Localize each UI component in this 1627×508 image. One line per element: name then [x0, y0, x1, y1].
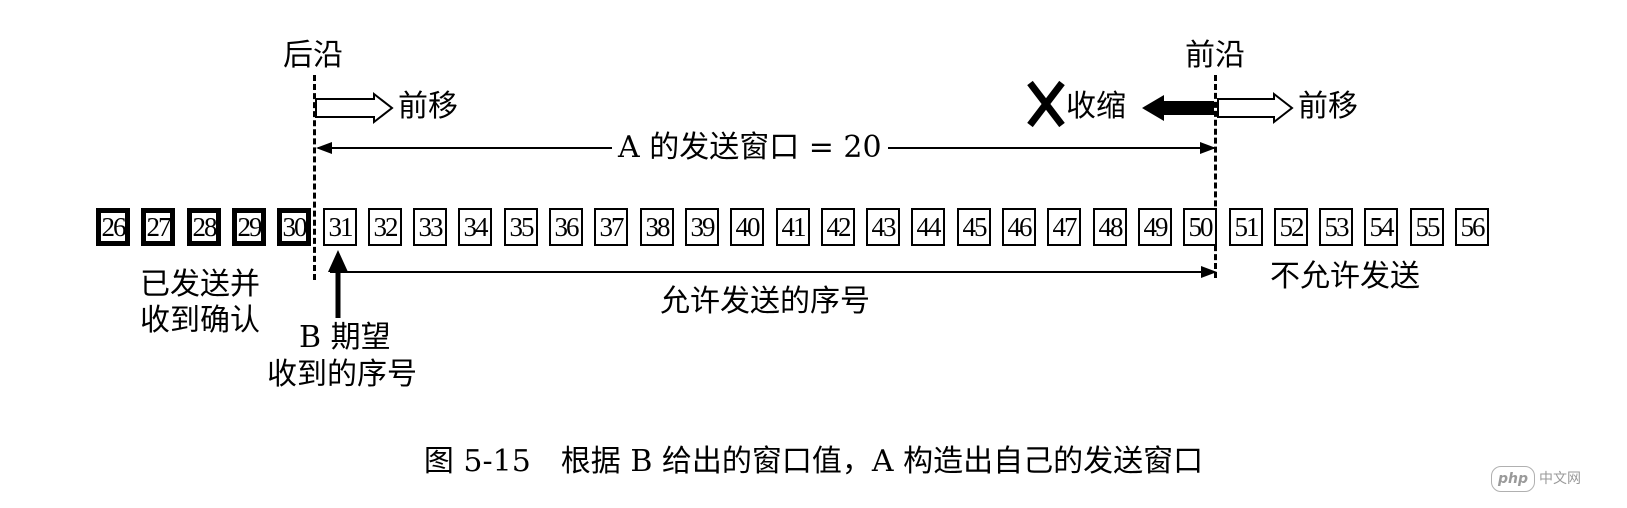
seq-box-30: 30	[277, 208, 311, 246]
seq-box-50: 50	[1183, 208, 1217, 246]
seq-box-41: 41	[776, 208, 810, 246]
seq-box-43: 43	[866, 208, 900, 246]
not-allowed-label: 不允许发送	[1270, 259, 1420, 294]
seq-box-40: 40	[730, 208, 764, 246]
seq-box-26: 26	[96, 208, 130, 246]
expected-seq-arrow	[328, 250, 348, 318]
front-forward-label: 前移	[1298, 89, 1358, 124]
front-edge-label: 前沿	[1185, 38, 1245, 73]
seq-box-42: 42	[821, 208, 855, 246]
seq-box-49: 49	[1138, 208, 1172, 246]
acked-label-line1: 已发送并	[140, 267, 260, 302]
seq-box-55: 55	[1410, 208, 1444, 246]
send-window-label: A 的发送窗口 = 20	[618, 130, 882, 165]
seq-box-38: 38	[640, 208, 674, 246]
rear-edge-line	[313, 75, 316, 280]
seq-box-48: 48	[1093, 208, 1127, 246]
expected-label-line1: B 期望	[299, 320, 391, 355]
shrink-forbidden-x-icon	[1027, 80, 1065, 128]
allowed-range-arrow	[330, 266, 1217, 278]
rear-edge-label: 后沿	[283, 38, 343, 73]
shrink-label: 收缩	[1066, 89, 1126, 124]
seq-box-28: 28	[187, 208, 221, 246]
seq-box-45: 45	[957, 208, 991, 246]
watermark-text: 中文网	[1539, 471, 1582, 487]
seq-box-31: 31	[323, 208, 357, 246]
seq-box-34: 34	[458, 208, 492, 246]
figure-caption: 图 5-15 根据 B 给出的窗口值，A 构造出自己的发送窗口	[423, 444, 1204, 479]
seq-box-53: 53	[1319, 208, 1353, 246]
seq-box-54: 54	[1364, 208, 1398, 246]
seq-box-36: 36	[549, 208, 583, 246]
php-logo: php	[1491, 466, 1536, 492]
seq-box-32: 32	[368, 208, 402, 246]
seq-box-39: 39	[685, 208, 719, 246]
window-span-arrow	[316, 142, 1216, 154]
seq-box-29: 29	[232, 208, 266, 246]
seq-box-51: 51	[1229, 208, 1263, 246]
seq-box-47: 47	[1047, 208, 1081, 246]
seq-box-44: 44	[911, 208, 945, 246]
expected-label-line2: 收到的序号	[267, 357, 417, 392]
front-forward-arrow	[1217, 91, 1294, 125]
acked-label-line2: 收到确认	[140, 303, 260, 338]
seq-box-52: 52	[1274, 208, 1308, 246]
seq-box-37: 37	[594, 208, 628, 246]
seq-box-46: 46	[1002, 208, 1036, 246]
seq-box-27: 27	[141, 208, 175, 246]
rear-forward-label: 前移	[398, 89, 458, 124]
shrink-arrow	[1142, 95, 1214, 121]
seq-box-33: 33	[413, 208, 447, 246]
rear-forward-arrow	[315, 91, 394, 125]
allowed-range-label: 允许发送的序号	[660, 284, 870, 319]
seq-box-56: 56	[1455, 208, 1489, 246]
front-edge-line	[1214, 75, 1217, 278]
seq-box-35: 35	[504, 208, 538, 246]
